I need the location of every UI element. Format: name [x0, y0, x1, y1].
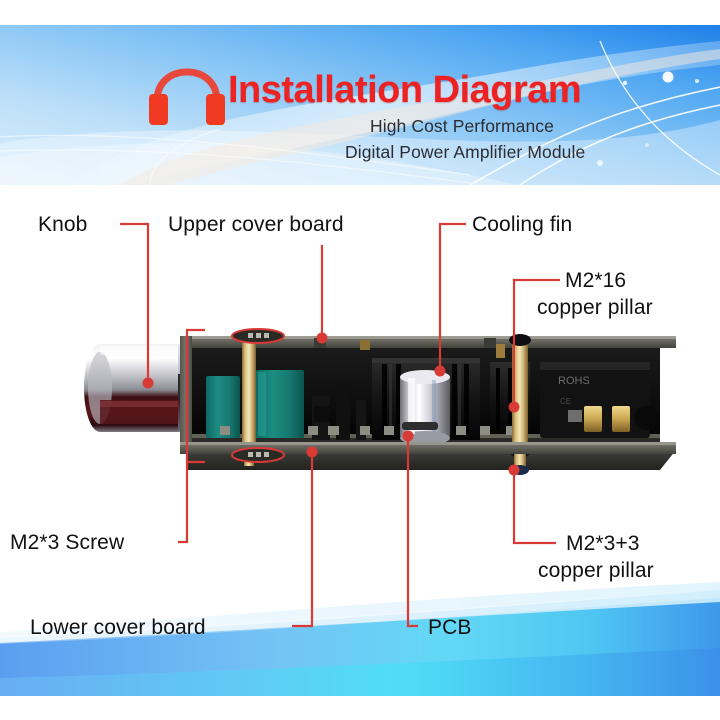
headphone-icon	[149, 68, 225, 125]
lower-cover-board-front	[180, 442, 676, 454]
bottom-decoration	[0, 572, 720, 720]
svg-text:CE: CE	[560, 397, 571, 406]
banner-background	[0, 25, 720, 185]
callout-lower-cover-board: Lower cover board	[30, 616, 206, 639]
banner-title: Installation Diagram	[228, 69, 582, 111]
callout-m2x3p3-line2: copper pillar	[538, 558, 654, 582]
callout-m2x3p3-line1: M2*3+3	[566, 532, 640, 555]
header-banner: Installation Diagram High Cost Performan…	[0, 25, 720, 185]
banner-subtitle-line2: Digital Power Amplifier Module	[345, 142, 586, 162]
callout-m2x3-screw: M2*3 Screw	[10, 531, 125, 554]
smd-components	[220, 406, 516, 435]
callout-m2x3p3-pillar: M2*3+3 copper pillar	[538, 531, 654, 585]
electrolytic-capacitor-part	[400, 370, 450, 445]
callout-cooling-fin: Cooling fin	[472, 213, 573, 236]
terminal-block-part: ROHS CE	[540, 362, 658, 438]
banner-subtitle-line1: High Cost Performance	[370, 116, 554, 136]
callout-upper-cover-board: Upper cover board	[168, 213, 344, 236]
callout-m2x16-line2: copper pillar	[537, 295, 653, 319]
callout-pcb: PCB	[428, 616, 472, 639]
callout-m2x16-line1: M2*16	[565, 269, 627, 292]
amplifier-module-photo: ROHS CE	[84, 328, 676, 475]
screw-heads	[248, 333, 269, 457]
green-capacitor-group	[206, 370, 304, 438]
rohs-marking: ROHS	[558, 375, 590, 387]
callout-m2x16-pillar: M2*16 copper pillar	[537, 268, 653, 322]
callout-knob: Knob	[38, 213, 88, 236]
